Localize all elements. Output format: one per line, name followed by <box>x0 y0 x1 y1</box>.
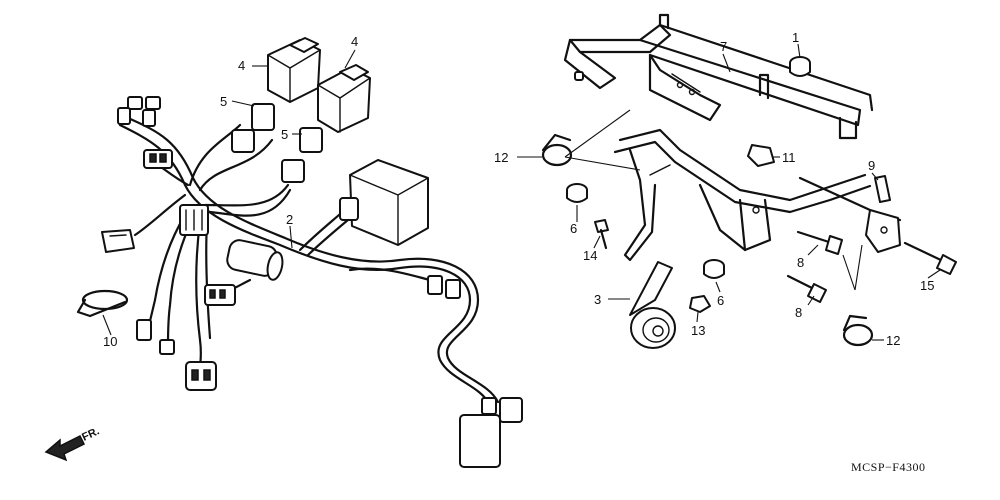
clamp-upper <box>541 133 573 167</box>
wire-harness <box>101 37 523 468</box>
callouts: 4 4 5 5 2 10 1 7 12 11 9 6 14 3 6 13 8 8… <box>103 30 934 349</box>
relay-b <box>317 64 371 133</box>
bolt-14 <box>594 219 609 250</box>
bolt-15 <box>903 241 957 275</box>
diagram-code: MCSP−F4300 <box>851 460 925 474</box>
junction-block <box>339 159 429 246</box>
bolt-8-lower <box>786 274 827 303</box>
callout-3: 3 <box>594 292 601 307</box>
callout-4-left: 4 <box>238 58 245 73</box>
callout-14: 14 <box>583 248 597 263</box>
callout-6-lower: 6 <box>717 293 724 308</box>
callout-12-lower: 12 <box>886 333 900 348</box>
callout-2: 2 <box>286 212 293 227</box>
collar-lower <box>703 259 725 279</box>
callout-8-lower: 8 <box>795 305 802 320</box>
cable-band <box>76 289 129 318</box>
callout-7: 7 <box>720 39 727 54</box>
callout-9: 9 <box>868 158 875 173</box>
callout-6-upper: 6 <box>570 221 577 236</box>
callout-13: 13 <box>691 323 705 338</box>
horn <box>629 261 676 349</box>
callout-10: 10 <box>103 334 117 349</box>
callout-1: 1 <box>792 30 799 45</box>
front-direction-arrow: FR. <box>44 425 101 462</box>
callout-5-right: 5 <box>281 127 288 142</box>
callout-8-upper: 8 <box>797 255 804 270</box>
collar-upper <box>566 183 588 203</box>
bolt-8-upper <box>796 230 843 255</box>
pin-9 <box>874 175 891 203</box>
callout-12-upper: 12 <box>494 150 508 165</box>
callout-4-right: 4 <box>351 34 358 49</box>
grommet <box>789 56 811 77</box>
front-stay <box>563 13 902 262</box>
clamp-lower <box>842 314 874 347</box>
callout-11: 11 <box>782 150 796 165</box>
relay-a <box>267 37 321 103</box>
direction-label: FR. <box>80 425 101 443</box>
leader-lines <box>102 43 941 341</box>
nut-13 <box>689 295 711 313</box>
callout-5-left: 5 <box>220 94 227 109</box>
callout-15: 15 <box>920 278 934 293</box>
